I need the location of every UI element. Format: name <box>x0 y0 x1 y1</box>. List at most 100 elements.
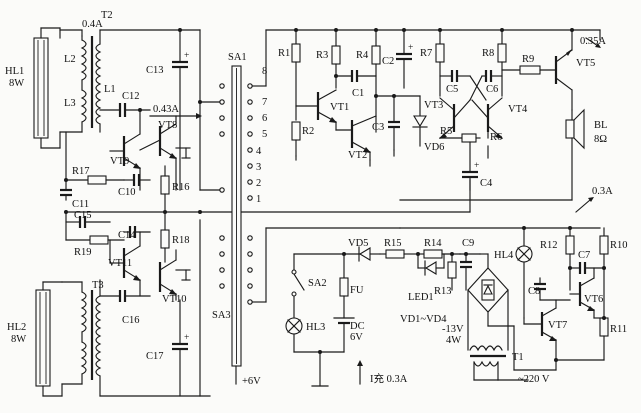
r5-resistor <box>439 133 481 143</box>
hl1-power-label: 8W <box>9 78 24 89</box>
c12-capacitor <box>99 103 151 117</box>
dc-voltage-label: 6V <box>350 332 363 343</box>
sw-pos-3: 3 <box>256 162 261 173</box>
vt2-label: VT2 <box>348 150 367 161</box>
c14-label: C14 <box>118 230 136 241</box>
r12-label: R12 <box>540 240 558 251</box>
vt11-label: VT11 <box>108 258 132 269</box>
dc-label: DC <box>350 321 365 332</box>
sw-pos-2: 2 <box>256 178 261 189</box>
current-03-arrow <box>575 197 594 213</box>
c10-label: C10 <box>118 187 136 198</box>
svg-text:+: + <box>184 51 189 61</box>
sw-pos-6: 6 <box>262 113 267 124</box>
vd6-label: VD6 <box>424 142 444 153</box>
sw-pos-5: 5 <box>262 129 267 140</box>
c15-capacitor <box>65 211 111 241</box>
r4-label: R4 <box>356 50 369 61</box>
c6-label: C6 <box>486 84 498 95</box>
charge-current-arrow <box>357 360 363 385</box>
c16-capacitor <box>99 290 151 302</box>
r18-label: R18 <box>172 235 190 246</box>
hl2-label: HL2 <box>7 322 26 333</box>
charge-current-label: I充 0.3A <box>370 372 408 385</box>
r19-resistor <box>65 235 125 245</box>
c1-label: C1 <box>352 88 364 99</box>
dc-battery <box>333 317 355 353</box>
c3-label: C3 <box>372 122 384 133</box>
r10-resistor <box>599 227 609 319</box>
sw-pos-7: 7 <box>262 97 267 108</box>
c14-capacitor <box>123 226 151 238</box>
current-035-arrow <box>585 29 601 48</box>
r7-label: R7 <box>420 48 432 59</box>
r13-label: R13 <box>434 286 452 297</box>
svg-text:+: + <box>408 43 413 53</box>
hl2-lamp <box>35 281 63 397</box>
hl3-label: HL3 <box>306 322 325 333</box>
r1-label: R1 <box>278 48 290 59</box>
sa1-label: SA1 <box>228 52 247 63</box>
fu-fuse <box>339 253 349 319</box>
r16-resistor <box>160 165 170 213</box>
junction-dots <box>64 28 606 362</box>
c6-capacitor <box>469 70 503 101</box>
c8-capacitor <box>534 277 546 301</box>
vt7-label: VT7 <box>548 320 567 331</box>
led1-diode <box>417 253 445 276</box>
vt4-label: VT4 <box>508 104 528 115</box>
l3-label: L3 <box>64 98 76 109</box>
sa1-switch <box>231 65 242 367</box>
sa2-label: SA2 <box>308 278 327 289</box>
r10-label: R10 <box>610 240 628 251</box>
r3-label: R3 <box>316 50 328 61</box>
vt8-transistor <box>158 115 191 191</box>
sa2-switch <box>291 253 305 319</box>
c13-capacitor: + <box>172 29 189 191</box>
r14-label: R14 <box>424 238 442 249</box>
vt1-label: VT1 <box>330 102 349 113</box>
r2-resistor <box>291 121 301 157</box>
r8-label: R8 <box>482 48 494 59</box>
r17-resistor <box>65 131 125 185</box>
c17-capacitor: + <box>172 299 189 397</box>
r19-label: R19 <box>74 247 92 258</box>
mains-label: ~220 V <box>518 374 550 385</box>
current-03-label: 0.3A <box>592 186 613 197</box>
t3-label: T3 <box>92 280 104 291</box>
vt10-label: VT10 <box>162 294 187 305</box>
r18-resistor <box>160 211 170 263</box>
c10-capacitor <box>123 174 151 186</box>
hl2-power-label: 8W <box>11 334 26 345</box>
hl4-lamp <box>515 227 533 319</box>
r15-resistor <box>379 249 419 259</box>
r12-resistor <box>565 227 575 291</box>
vd6-diode <box>412 95 428 147</box>
hl1-lamp <box>33 27 61 149</box>
r8-resistor <box>497 29 507 97</box>
c15-label: C15 <box>74 210 92 221</box>
l2-label: L2 <box>64 54 76 65</box>
r9-label: R9 <box>522 54 534 65</box>
c16-label: C16 <box>122 315 140 326</box>
sw-pos-4: 4 <box>256 146 262 157</box>
vt1-transistor <box>295 89 337 131</box>
sa1-upper-left-contacts <box>199 83 225 193</box>
t2-label: T2 <box>101 10 113 21</box>
vt11-transistor <box>109 231 141 297</box>
vt4-transistor <box>471 97 503 139</box>
svg-text:+: + <box>474 161 479 171</box>
r7-resistor <box>435 29 445 97</box>
r6-label: R6 <box>490 132 502 143</box>
c12-label: C12 <box>122 91 140 102</box>
vd5-label: VD5 <box>348 238 368 249</box>
bridge-voltage-label: -13V <box>442 324 464 335</box>
svg-text:+: + <box>184 333 189 343</box>
c7-capacitor <box>569 262 605 274</box>
bl-impedance-label: 8Ω <box>594 134 607 145</box>
bl-label: BL <box>594 120 607 131</box>
c1-capacitor <box>335 70 377 82</box>
plus6v-label: +6V <box>242 376 261 387</box>
